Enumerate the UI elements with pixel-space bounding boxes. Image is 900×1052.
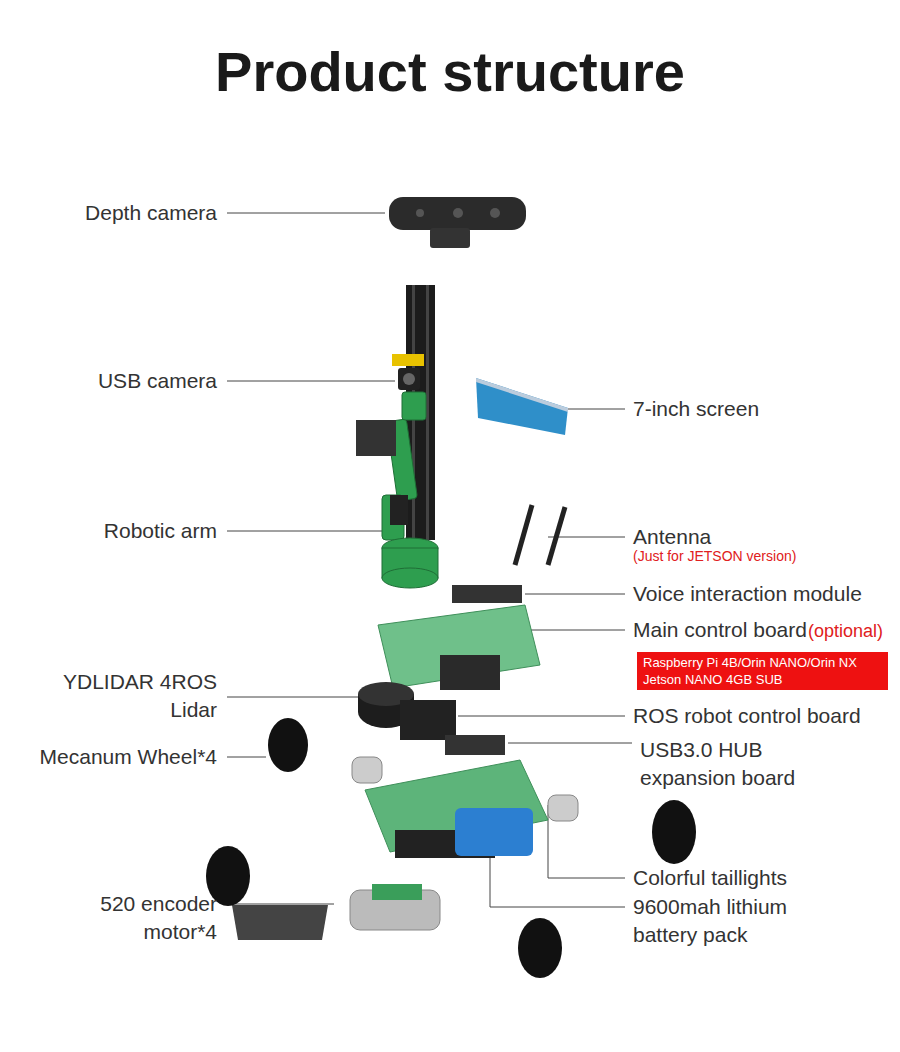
- part-label: Depth camera: [85, 199, 217, 227]
- part-label: USB camera: [98, 367, 217, 395]
- board-options-box: Raspberry Pi 4B/Orin NANO/Orin NX Jetson…: [637, 652, 888, 690]
- part-label: 520 encoder motor*4: [67, 890, 217, 946]
- part-label: 9600mah lithium battery pack: [633, 893, 833, 949]
- part-label: USB3.0 HUB expansion board: [640, 736, 840, 792]
- part-label: Antenna: [633, 523, 711, 551]
- part-label: Mecanum Wheel*4: [40, 743, 217, 771]
- part-label: (optional): [808, 619, 883, 643]
- part-label: Main control board: [633, 616, 807, 644]
- part-label: (Just for JETSON version): [633, 547, 796, 565]
- part-label: YDLIDAR 4ROS Lidar: [57, 668, 217, 724]
- part-label: ROS robot control board: [633, 702, 861, 730]
- page-title: Product structure: [0, 38, 900, 106]
- part-label: 7-inch screen: [633, 395, 759, 423]
- part-label: Robotic arm: [104, 517, 217, 545]
- leader-lines: [227, 213, 632, 907]
- node-text: Raspberry Pi 4B/Orin NANO/Orin NX Jetson…: [643, 654, 882, 688]
- part-label: Voice interaction module: [633, 580, 862, 608]
- part-label: Colorful taillights: [633, 864, 787, 892]
